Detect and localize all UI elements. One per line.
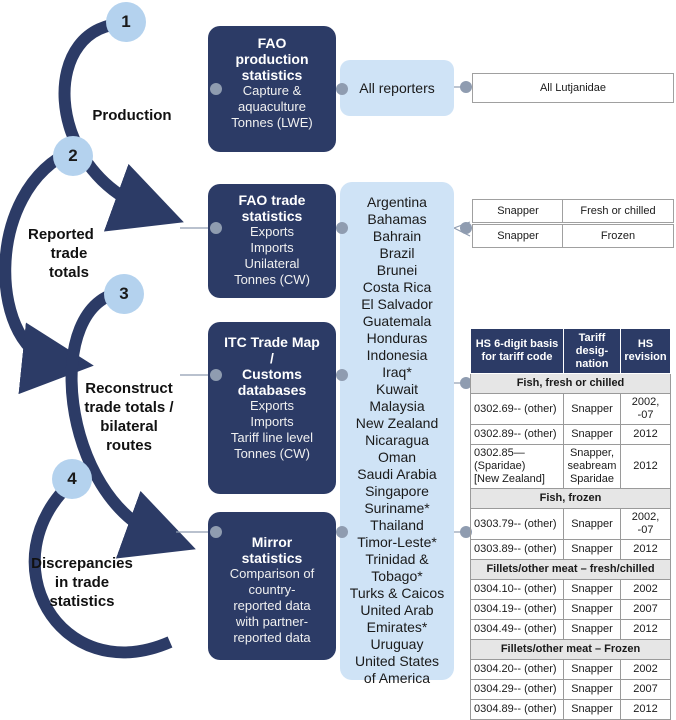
connector-dot [336, 83, 348, 95]
list-item: Brunei [376, 262, 418, 278]
section-row: Fillets/other meat – fresh/chilled [470, 559, 671, 580]
product-form-cell: Frozen [562, 224, 674, 248]
list-item: El Salvador [361, 296, 433, 312]
connector-dot [210, 83, 222, 95]
table-row: 0303.89-- (other) Snapper 2012 [470, 539, 671, 560]
list-item: Saudi Arabia [357, 466, 437, 482]
list-item: Nicaragua [365, 432, 429, 448]
step-1-circle: 1 [106, 2, 146, 42]
list-item: Bahamas [367, 211, 427, 227]
fao-production-box: FAO production statistics Capture & aqua… [208, 26, 336, 152]
all-reporters-label: All reporters [359, 80, 435, 96]
mirror-statistics-box: Mirror statistics Comparison of country-… [208, 512, 336, 660]
step-4-circle: 4 [52, 459, 92, 499]
table-row: 0304.10-- (other) Snapper 2002 [470, 579, 671, 600]
connector-dot [336, 369, 348, 381]
table-row: 0304.89-- (other) Snapper 2012 [470, 699, 671, 720]
list-item: Trinidad & [365, 551, 429, 567]
connector-dot [210, 222, 222, 234]
list-item: Indonesia [366, 347, 428, 363]
step-1-label: Production [92, 107, 172, 124]
step-3-label: Reconstruct trade totals / bilateral rou… [84, 380, 174, 454]
table-row: 0304.29-- (other) Snapper 2007 [470, 679, 671, 700]
list-item: Argentina [367, 194, 427, 210]
connector-dot [460, 222, 472, 234]
list-item: Suriname* [364, 500, 430, 516]
list-item: United States [354, 653, 440, 669]
list-item: Turks & Caicos [349, 585, 445, 601]
itc-trade-map-box: ITC Trade Map / Customs databases Export… [208, 322, 336, 494]
section-row: Fillets/other meat – Frozen [470, 639, 671, 660]
list-item: Malaysia [369, 398, 425, 414]
connector-dot [460, 526, 472, 538]
connector-dot [460, 81, 472, 93]
table-row: 0302.85—(Sparidae)[New Zealand] Snapper,… [470, 444, 671, 489]
list-item: Emirates* [366, 619, 428, 635]
list-item: Singapore [365, 483, 429, 499]
connector-dot [336, 526, 348, 538]
list-item: Thailand [370, 517, 424, 533]
step-4-label: Discrepancies in trade statistics [31, 555, 133, 610]
list-item: Oman [377, 449, 417, 465]
list-item: Honduras [366, 330, 428, 346]
country-list: Argentina Bahamas Bahrain Brazil Brunei … [340, 194, 454, 687]
list-item: Timor-Leste* [357, 534, 437, 550]
table-row: 0303.79-- (other) Snapper 2002, -07 [470, 508, 671, 540]
arrow-step-1 [58, 17, 184, 232]
table-row: 0302.89-- (other) Snapper 2012 [470, 424, 671, 445]
connector-dot [210, 526, 222, 538]
connector-dot [460, 377, 472, 389]
connector-dot [336, 222, 348, 234]
list-item: United Arab [360, 602, 434, 618]
product-name-cell: Snapper [472, 224, 564, 248]
product-form-cell: Fresh or chilled [562, 199, 674, 223]
list-item: Brazil [379, 245, 415, 261]
list-item: Costa Rica [362, 279, 432, 295]
arrow-step-3 [65, 286, 196, 559]
connector-dot [210, 369, 222, 381]
table-row: 0304.49-- (other) Snapper 2012 [470, 619, 671, 640]
list-item: New Zealand [355, 415, 439, 431]
fao-trade-box: FAO trade statistics Exports Imports Uni… [208, 184, 336, 298]
arrow-step-4 [28, 475, 173, 659]
all-reporters-box: All reporters [340, 60, 454, 116]
all-lutjanidae-box: All Lutjanidae [472, 73, 674, 103]
list-item: Kuwait [375, 381, 419, 397]
table-row: 0304.20-- (other) Snapper 2002 [470, 659, 671, 680]
list-item: Guatemala [362, 313, 432, 329]
table-row: 0302.69-- (other) Snapper 2002, -07 [470, 393, 671, 425]
arrow-step-2 [0, 144, 94, 395]
reporter-list-panel [340, 182, 454, 680]
step-2-label: Reported trade totals [28, 226, 94, 281]
table-row: 0304.19-- (other) Snapper 2007 [470, 599, 671, 620]
section-row: Fish, frozen [470, 488, 671, 509]
list-item: Iraq* [382, 364, 412, 380]
list-item: Uruguay [370, 636, 424, 652]
step-3-circle: 3 [104, 274, 144, 314]
product-name-cell: Snapper [472, 199, 564, 223]
step-2-circle: 2 [53, 136, 93, 176]
list-item: Bahrain [372, 228, 422, 244]
list-item: of America [363, 670, 431, 686]
list-item: Tobago* [371, 568, 423, 584]
section-row: Fish, fresh or chilled [470, 373, 671, 394]
all-lutjanidae-label: All Lutjanidae [539, 82, 607, 94]
